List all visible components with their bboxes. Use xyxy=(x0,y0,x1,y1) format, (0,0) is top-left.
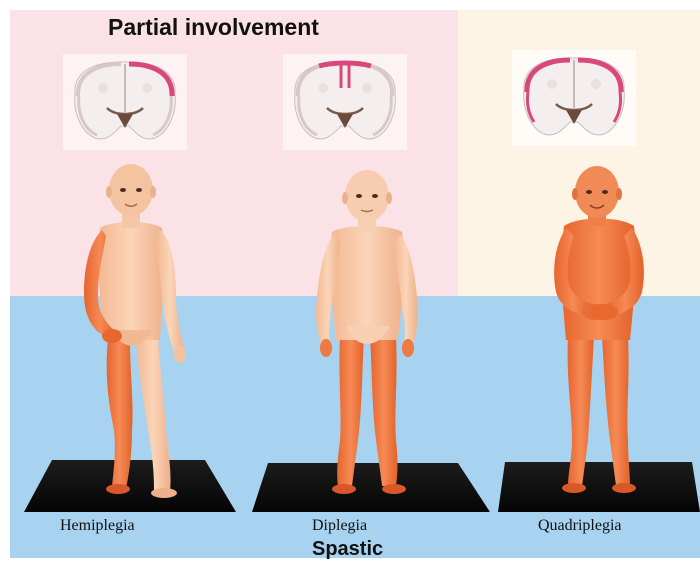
figure-diplegia xyxy=(316,170,418,494)
caption-diplegia: Diplegia xyxy=(312,517,367,535)
platform-diplegia xyxy=(252,463,490,512)
platform-hemiplegia xyxy=(24,460,236,512)
header-title: Partial involvement xyxy=(108,14,319,41)
caption-quadriplegia: Quadriplegia xyxy=(538,517,622,535)
caption-hemiplegia: Hemiplegia xyxy=(60,517,135,535)
brain-section-diplegia xyxy=(283,54,407,150)
footer-title: Spastic xyxy=(312,538,383,561)
figure-quadriplegia xyxy=(554,166,644,493)
figure-hemiplegia xyxy=(84,164,186,498)
brain-section-hemiplegia xyxy=(63,54,187,150)
brain-section-quadriplegia xyxy=(512,50,636,146)
platform-quadriplegia xyxy=(498,462,700,512)
